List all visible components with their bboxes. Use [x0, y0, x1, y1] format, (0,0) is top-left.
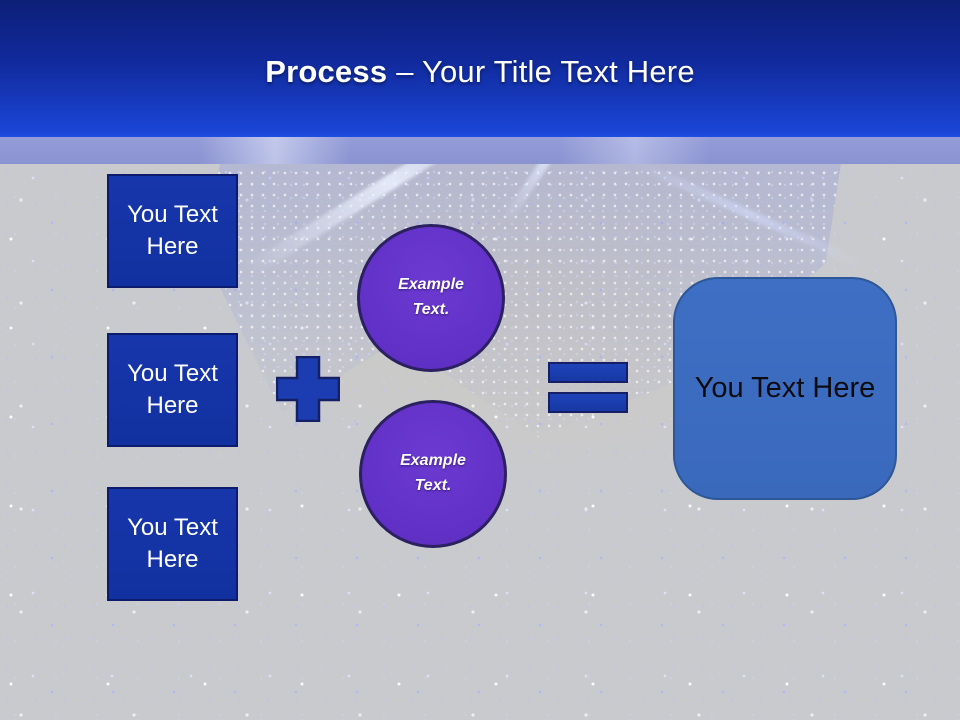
example-circle-1[interactable]: Example Text.: [357, 224, 505, 372]
result-box-label: You Text Here: [694, 372, 876, 404]
input-box-label: You Text Here: [127, 514, 218, 573]
input-box-label: You Text Here: [127, 201, 218, 260]
header-accent-band: [0, 137, 960, 164]
result-box[interactable]: You Text Here: [673, 277, 897, 500]
equals-icon: [548, 362, 628, 383]
input-box-1[interactable]: You Text Here: [107, 174, 238, 288]
title-subtitle: – Your Title Text Here: [396, 54, 695, 89]
slide-title: Process– Your Title Text Here: [0, 54, 960, 90]
equals-icon: [548, 392, 628, 413]
circle-label: Example Text.: [400, 452, 466, 494]
circle-label: Example Text.: [398, 276, 464, 318]
band-highlight: [200, 137, 350, 164]
title-keyword: Process: [265, 54, 388, 89]
input-box-2[interactable]: You Text Here: [107, 333, 238, 447]
input-box-3[interactable]: You Text Here: [107, 487, 238, 601]
header-bar: [0, 0, 960, 137]
example-circle-2[interactable]: Example Text.: [359, 400, 507, 548]
plus-icon: [276, 356, 340, 422]
band-highlight: [560, 137, 710, 164]
input-box-label: You Text Here: [127, 360, 218, 419]
